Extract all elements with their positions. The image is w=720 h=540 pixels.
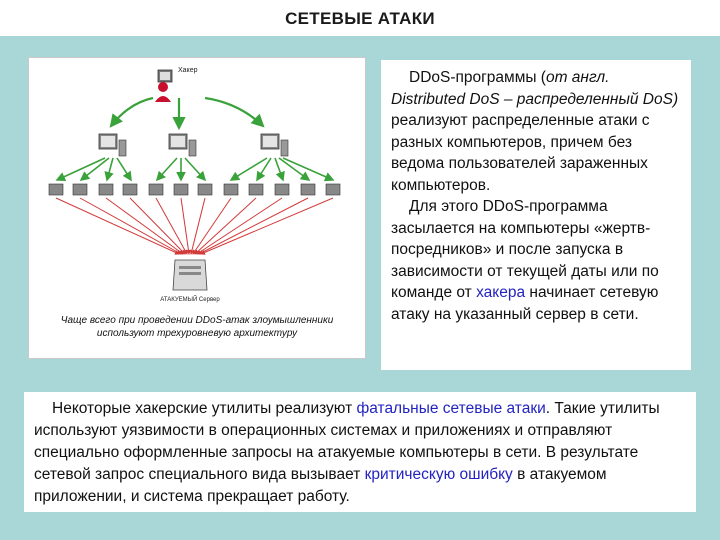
agent-arrows	[55, 157, 335, 182]
agent-computers	[48, 183, 341, 196]
attack-arrows	[55, 197, 334, 255]
fatal-attacks-box: Некоторые хакерские утилиты реализуют фа…	[24, 392, 696, 512]
computer-icon	[260, 133, 289, 157]
server-label: АТАКУЕМЫЙ Сервер	[160, 295, 220, 303]
critical-error-highlight: критическую ошибку	[364, 466, 513, 483]
ddos-description-box: DDoS-программы (от англ. Distributed DoS…	[381, 60, 691, 370]
hacker-label: Хакер	[178, 67, 198, 74]
fatal-attacks-highlight: фатальные сетевые атаки	[356, 400, 546, 417]
computer-icon	[98, 133, 127, 157]
title-bar: СЕТЕВЫЕ АТАКИ	[0, 0, 720, 36]
hacker-icon	[155, 69, 173, 102]
caption-line-1: Чаще всего при проведении DDoS-атак злоу…	[60, 315, 334, 326]
computer-icon	[168, 133, 197, 157]
hacker-highlight: хакера	[476, 284, 526, 301]
diagram-caption: Чаще всего при проведении DDoS-атак злоу…	[29, 314, 365, 340]
fatal-attacks-paragraph: Некоторые хакерские утилиты реализуют фа…	[34, 400, 660, 505]
ddos-architecture-diagram: Хакер	[48, 67, 341, 303]
control-arrows	[109, 96, 265, 131]
server-icon	[172, 259, 208, 291]
slide-title: СЕТЕВЫЕ АТАКИ	[285, 9, 435, 28]
ddos-diagram-panel: Хакер	[28, 57, 366, 359]
caption-line-2: используют трехуровневую архитектуру	[96, 328, 298, 339]
ddos-paragraph-2: Для этого DDoS-программа засылается на к…	[391, 198, 659, 323]
ddos-paragraph-1: DDoS-программы (от англ. Distributed DoS…	[391, 69, 679, 194]
